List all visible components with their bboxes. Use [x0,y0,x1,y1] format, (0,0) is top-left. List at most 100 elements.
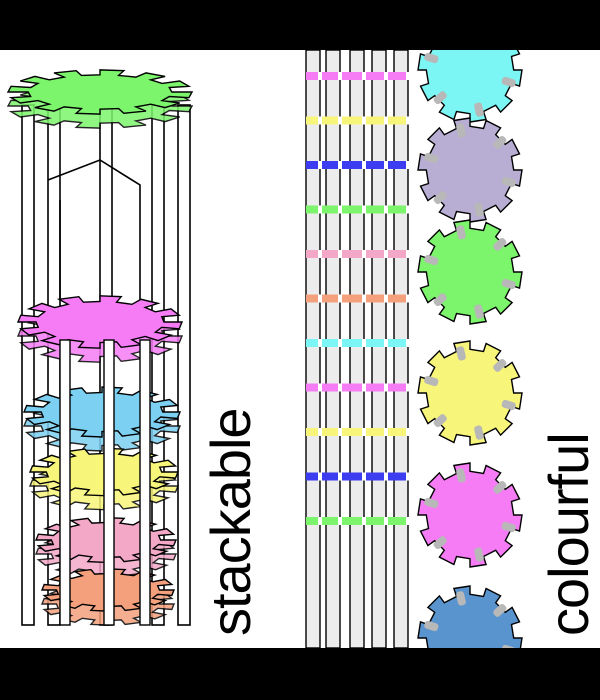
disc-peg [474,202,484,217]
band-gap [362,250,366,258]
band-gap [362,116,366,125]
band-gap [338,205,342,214]
disc-peg [456,123,466,138]
disc-peg [433,191,447,205]
tower-front-leg [139,339,151,626]
band-gap [384,428,388,436]
stackable-label: stackable [199,408,262,636]
disc-peg [501,399,516,411]
tower-disc-magenta [16,295,184,349]
disc-peg [424,152,439,164]
band-gap [318,294,322,303]
tower-disc-sky [22,386,182,438]
band-gap [406,383,410,392]
disc-peg [433,536,447,550]
disc-peg [474,425,484,440]
column-rail [325,49,341,649]
colourful-label: colourful [537,433,600,636]
band-gap [318,472,322,481]
band-gap [384,205,388,214]
band-gap [406,116,410,125]
disc-peg [493,358,507,372]
disc-peg [433,91,447,105]
band-gap [384,72,388,80]
disc-peg [456,468,466,483]
column-rail [349,49,365,649]
column-band-cyan [306,339,408,347]
band-gap [384,250,388,258]
stacked-columns [305,49,410,649]
band-gap [384,517,388,525]
band-gap [338,72,342,80]
band-gap [338,383,342,392]
band-gap [362,161,366,169]
disc-peg [456,591,466,606]
band-gap [318,517,322,525]
band-gap [318,383,322,392]
disc-peg [456,346,466,361]
disc-peg [493,480,507,494]
tower-leg [177,104,191,626]
band-gap [338,250,342,258]
band-gap [406,205,410,214]
column-band-yellow [306,428,408,436]
disc-peg [456,225,466,240]
column-band-pink [306,250,408,258]
band-gap [318,72,322,80]
band-gap [384,161,388,169]
tower-disc-green [6,69,194,115]
disc-peg [433,414,447,428]
column-rail [371,49,387,649]
column-band-blue [306,161,408,169]
band-gap [406,517,410,525]
band-gap [406,250,410,258]
band-gap [406,294,410,303]
band-gap [362,383,366,392]
band-gap [406,428,410,436]
band-gap [338,517,342,525]
band-gap [362,294,366,303]
disc-peg [424,497,439,509]
band-gap [318,339,322,347]
band-gap [318,161,322,169]
band-gap [338,472,342,481]
band-gap [362,428,366,436]
disc-peg [493,603,507,617]
disc-peg [474,304,484,319]
column-band-orange [306,294,408,303]
disc-peg [493,135,507,149]
band-gap [362,517,366,525]
band-gap [338,428,342,436]
disc-peg [424,375,439,387]
column-band-magenta [306,383,408,392]
disc-peg [474,102,484,117]
band-gap [384,116,388,125]
band-gap [318,116,322,125]
disc-peg [433,293,447,307]
disc-peg [424,52,439,64]
disc-peg [493,237,507,251]
disc-peg [474,547,484,562]
disc-peg [501,521,516,533]
band-gap [362,72,366,80]
column-band-magenta [306,72,408,80]
band-gap [384,383,388,392]
band-gap [406,339,410,347]
band-gap [406,72,410,80]
band-gap [362,472,366,481]
band-gap [384,339,388,347]
tower-front-leg [103,339,115,626]
disc-peg [501,278,516,290]
band-gap [318,205,322,214]
column-rail [393,49,409,649]
column-band-blue [306,472,408,481]
tower-brace [47,159,141,300]
stacked-tower [6,69,194,626]
column-band-yellow [306,116,408,125]
disc-peg [424,620,439,632]
band-gap [338,294,342,303]
top-bar [0,0,600,50]
column-rail [305,49,321,649]
band-gap [384,294,388,303]
